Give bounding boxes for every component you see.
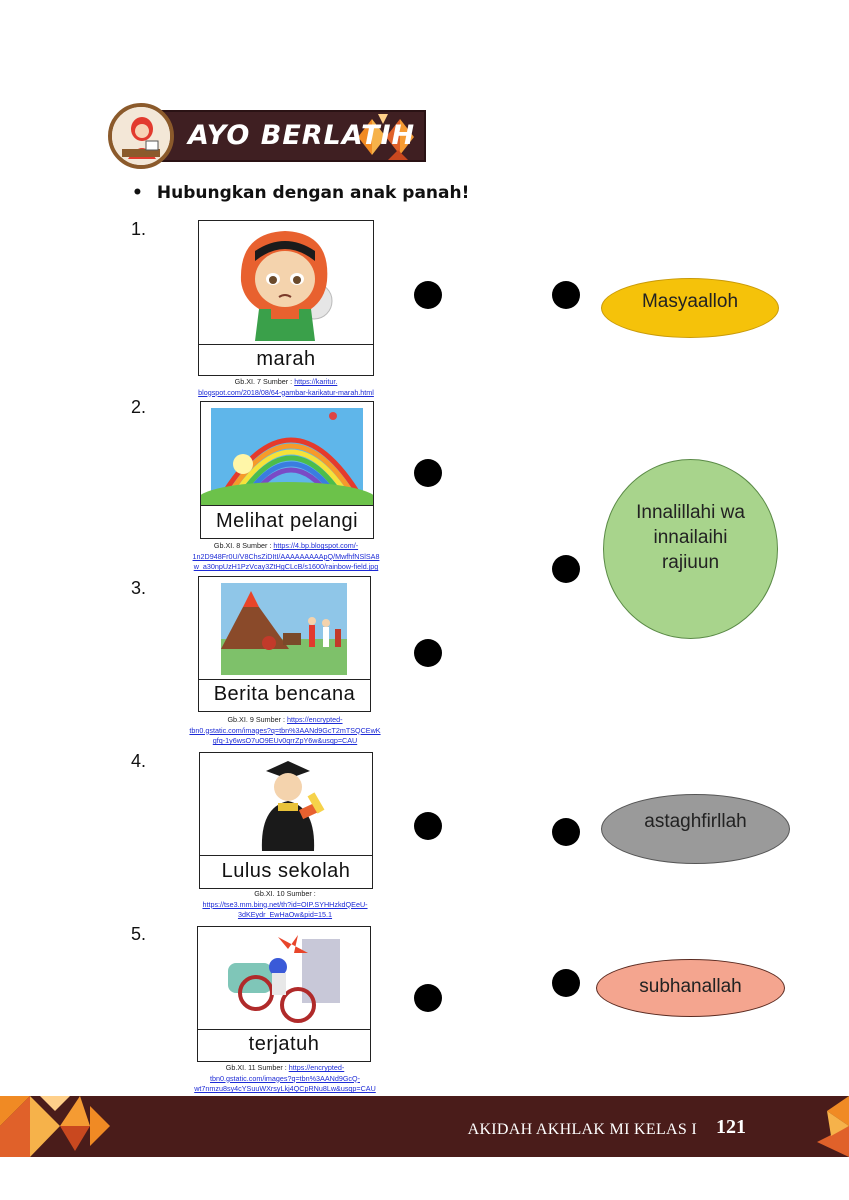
image-caption: Gb.XI. 11 Sumber : https://encrypted- tb… — [176, 1063, 394, 1095]
answer-oval[interactable]: Innalillahi wa innailaihi rajiuun — [603, 459, 778, 639]
caption-prefix: Gb.XI. 9 Sumber : — [227, 715, 287, 724]
connector-dot-left[interactable] — [414, 639, 442, 667]
caption-prefix: Gb.XI. 11 Sumber : — [225, 1063, 289, 1072]
banner-bar — [158, 110, 426, 162]
card-label: terjatuh — [248, 1033, 320, 1055]
caption-prefix: Gb.XI. 10 Sumber : — [254, 889, 316, 898]
connector-dot-left[interactable] — [414, 984, 442, 1012]
triangle-pattern-icon — [358, 114, 414, 160]
bike-accident-image — [198, 927, 370, 1030]
connector-dot-left[interactable] — [414, 459, 442, 487]
caption-prefix: Gb.XI. 8 Sumber : — [213, 541, 274, 550]
item-number: 3. — [131, 578, 147, 598]
card-label: Berita bencana — [213, 683, 356, 705]
image-caption: Gb.XI. 10 Sumber :https://tse3.mm.bing.n… — [176, 889, 394, 921]
caption-link[interactable]: https://encrypted- tbn0.gstatic.com/imag… — [194, 1063, 376, 1093]
item-number: 1. — [131, 219, 147, 239]
picture-card: Melihat pelangi — [200, 401, 374, 539]
caption-link[interactable]: https://encrypted- tbn0.gstatic.com/imag… — [189, 715, 381, 745]
volcano-disaster-image — [199, 577, 370, 680]
answer-oval[interactable]: Masyaalloh — [601, 278, 779, 338]
card-label: marah — [256, 348, 316, 370]
picture-card: terjatuh — [197, 926, 371, 1062]
instruction: • Hubungkan dengan anak panah! — [132, 183, 469, 203]
connector-dot-right[interactable] — [552, 555, 580, 583]
answer-text: Innalillahi wa innailaihi rajiuun — [636, 501, 745, 573]
connector-dot-left[interactable] — [414, 812, 442, 840]
item-number: 4. — [131, 751, 147, 771]
connector-dot-right[interactable] — [552, 969, 580, 997]
caption-link[interactable]: https://tse3.mm.bing.net/th?id=OIP.SYHHz… — [202, 899, 368, 920]
graduate-boy-image — [200, 753, 372, 856]
rainbow-field-image — [201, 402, 373, 506]
picture-card: Berita bencana — [198, 576, 371, 712]
item-number: 2. — [131, 397, 147, 417]
caption-link[interactable]: https://karitur. blogspot.com/2018/08/64… — [198, 377, 374, 397]
connector-dot-left[interactable] — [414, 281, 442, 309]
image-caption: Gb.XI. 7 Sumber : https://karitur. blogs… — [178, 377, 394, 398]
footer-book-title: AKIDAH AKHLAK MI KELAS I — [467, 1121, 697, 1138]
section-banner: AYO BERLATIH — [108, 103, 426, 169]
triangle-pattern-icon — [817, 1096, 849, 1157]
answer-text: Masyaalloh — [641, 291, 739, 312]
connector-dot-right[interactable] — [552, 818, 580, 846]
caption-prefix: Gb.XI. 7 Sumber : — [234, 377, 295, 386]
page-number: 121 — [716, 1116, 746, 1138]
picture-card: marah — [198, 220, 374, 376]
picture-card: Lulus sekolah — [199, 752, 373, 889]
image-caption: Gb.XI. 9 Sumber : https://encrypted- tbn… — [176, 715, 394, 747]
instruction-text: Hubungkan dengan anak panah! — [156, 183, 470, 203]
item-number: 5. — [131, 924, 147, 944]
angry-girl-image — [199, 221, 373, 345]
connector-dot-right[interactable] — [552, 281, 580, 309]
caption-link[interactable]: https://4.bp.blogspot.com/- 1n2D948Fr0U/… — [192, 541, 380, 571]
image-caption: Gb.XI. 8 Sumber : https://4.bp.blogspot.… — [178, 541, 394, 573]
answer-text: subhanallah — [639, 976, 742, 997]
bullet-icon: • — [132, 183, 143, 203]
card-label: Melihat pelangi — [215, 510, 359, 532]
answer-text: astaghfirllah — [644, 811, 747, 832]
card-label: Lulus sekolah — [221, 860, 351, 882]
student-writing-icon — [108, 103, 174, 169]
page-footer: AKIDAH AKHLAK MI KELAS I 121 — [0, 1096, 849, 1157]
answer-oval[interactable]: subhanallah — [596, 959, 785, 1017]
triangle-pattern-icon — [0, 1096, 110, 1157]
answer-oval[interactable]: astaghfirllah — [601, 794, 790, 864]
banner-title: AYO BERLATIH — [188, 120, 416, 151]
